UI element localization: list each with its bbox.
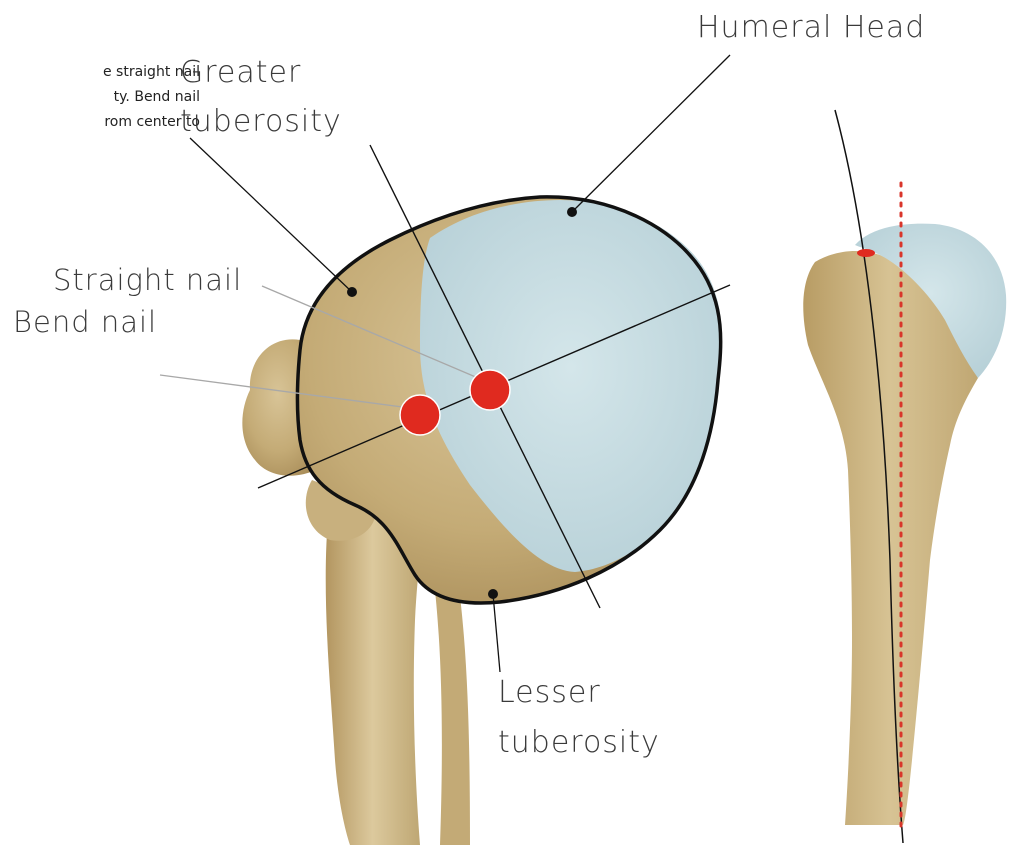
caption-text: e straight nail ty. Bend nail rom center… [0, 60, 200, 135]
lateral-humerus-view [803, 110, 1006, 843]
caption-line-1: e straight nail [0, 60, 200, 85]
lesser-tuberosity-dot [488, 589, 498, 599]
label-lesser-tuberosity-line1: Lesser [498, 675, 601, 711]
label-greater-tuberosity-line1: Greater [180, 55, 301, 91]
leader-lesser-tuberosity [493, 594, 500, 672]
greater-tuberosity-dot [347, 287, 357, 297]
lateral-entry-point [857, 249, 875, 257]
label-bend-nail: Bend nail [13, 304, 157, 340]
humeral-head-dot [567, 207, 577, 217]
straight-nail-entry-point [470, 370, 510, 410]
label-lesser-tuberosity-line2: tuberosity [498, 725, 660, 761]
caption-line-2: ty. Bend nail [0, 85, 200, 110]
lateral-humerus-shaft [803, 251, 978, 825]
label-greater-tuberosity-line2: tuberosity [180, 104, 342, 140]
label-humeral-head: Humeral Head [697, 10, 925, 46]
label-straight-nail: Straight nail [53, 262, 242, 298]
leader-humeral-head [572, 55, 730, 212]
bend-nail-entry-point [400, 395, 440, 435]
caption-line-3: rom center to [0, 110, 200, 135]
